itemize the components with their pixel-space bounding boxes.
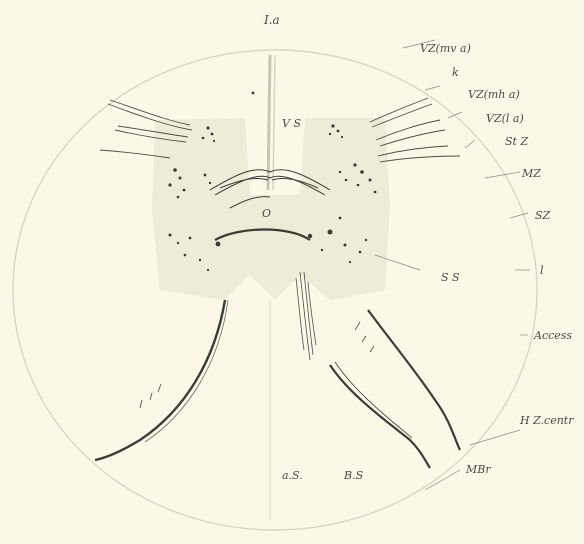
label-vz-mva: VZ(mv a) [420, 43, 471, 54]
label-vs: V S [282, 118, 301, 129]
label-bs: B.S [344, 470, 363, 481]
scattered-fibre-marks [140, 322, 374, 408]
label-mbr: MBr [466, 464, 491, 475]
label-hz-centr: H Z.centr [520, 415, 573, 426]
label-sz: SZ [535, 210, 550, 221]
dorsal-boundary-left [95, 300, 225, 460]
label-vz-la: VZ(l a) [486, 113, 524, 124]
label-ss: S S [441, 272, 460, 283]
leader-lines [375, 40, 530, 490]
label-mz: MZ [522, 168, 541, 179]
label-as: a.S. [282, 470, 303, 481]
label-o: O [262, 208, 271, 219]
figure-number: I.a [264, 14, 280, 26]
label-l: l [540, 265, 544, 276]
label-k: k [452, 67, 459, 78]
label-access: Access [534, 330, 572, 341]
dorsal-boundary-right [330, 310, 460, 468]
ventral-fissure [268, 55, 270, 190]
label-stz: St Z [505, 136, 528, 147]
label-vz-mha: VZ(mh a) [468, 89, 520, 100]
